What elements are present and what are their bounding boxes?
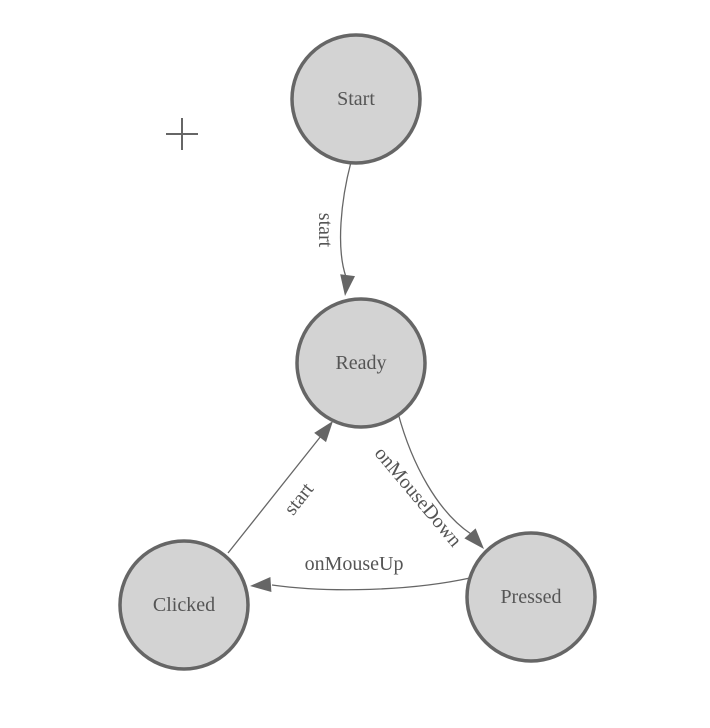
arrowhead-icon <box>250 577 272 592</box>
arrowhead-icon <box>340 274 355 296</box>
edge-start-to-ready[interactable]: start <box>314 161 355 296</box>
edge-line[interactable] <box>339 161 352 278</box>
node-circle[interactable] <box>290 33 422 165</box>
edge-ready-to-pressed[interactable]: onMouseDown <box>370 412 484 552</box>
node-ready[interactable]: Ready <box>295 297 427 429</box>
arrowhead-icon <box>314 421 333 443</box>
node-pressed[interactable]: Pressed <box>465 531 597 663</box>
arrowhead-icon <box>464 528 484 549</box>
node-start[interactable]: Start <box>290 33 422 165</box>
node-circle[interactable] <box>118 539 250 671</box>
crosshair-icon <box>166 118 198 150</box>
edge-pressed-to-clicked[interactable]: onMouseUp <box>250 553 471 592</box>
node-circle[interactable] <box>465 531 597 663</box>
edge-label-onmousedown[interactable]: onMouseDown <box>370 443 466 552</box>
edge-label-start-diagonal[interactable]: start <box>280 478 319 519</box>
edge-line[interactable] <box>271 577 471 591</box>
node-label-start: Start <box>337 88 375 110</box>
node-label-ready: Ready <box>335 352 386 374</box>
node-label-clicked: Clicked <box>153 594 215 616</box>
edge-label-onmouseup[interactable]: onMouseUp <box>305 553 404 575</box>
edge-clicked-to-ready[interactable]: start <box>227 421 333 554</box>
node-label-pressed: Pressed <box>500 586 561 608</box>
edge-line[interactable] <box>397 412 472 535</box>
node-clicked[interactable]: Clicked <box>118 539 250 671</box>
node-circle[interactable] <box>295 297 427 429</box>
edge-label-start-top[interactable]: start <box>314 213 336 248</box>
edge-line[interactable] <box>227 435 322 554</box>
